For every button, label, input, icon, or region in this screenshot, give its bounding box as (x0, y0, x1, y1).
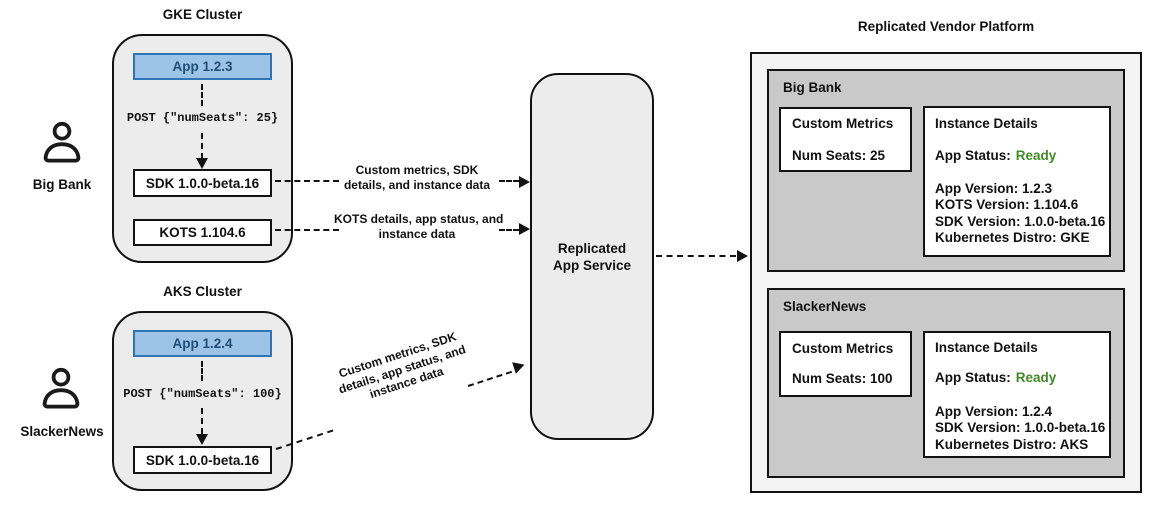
arrowhead-right-icon (519, 223, 530, 235)
aks-post-label: POST {"numSeats": 100} (123, 387, 282, 401)
gke-app-node: App 1.2.3 (133, 53, 272, 80)
slackernews-num-seats: Num Seats: 100 (792, 371, 893, 386)
aks-flow-dash-right (467, 370, 513, 387)
replicated-app-service-box: Replicated App Service (530, 73, 654, 440)
slackernews-instance-details-card (923, 331, 1111, 458)
big-bank-custom-metrics-title: Custom Metrics (792, 116, 894, 131)
gke-kots-node: KOTS 1.104.6 (133, 219, 272, 246)
gke-post-label: POST {"numSeats": 25} (126, 111, 279, 125)
sdk-flow-label: Custom metrics, SDK details, and instanc… (343, 163, 491, 192)
slackernews-custom-metrics-title: Custom Metrics (792, 341, 894, 356)
slackernews-app-status: App Status:Ready (935, 370, 1057, 385)
platform-title: Replicated Vendor Platform (857, 19, 1035, 34)
slackernews-custom-metrics-card (779, 331, 912, 397)
status-ready-value: Ready (1015, 370, 1057, 385)
aks-sdk-node: SDK 1.0.0-beta.16 (133, 446, 272, 474)
arrowhead-right-icon (737, 250, 748, 262)
aks-cluster-title: AKS Cluster (163, 284, 242, 299)
replicated-app-service-label: Replicated App Service (552, 240, 632, 273)
big-bank-num-seats: Num Seats: 25 (792, 148, 886, 163)
arrowhead-down-icon (196, 434, 208, 445)
big-bank-instance-details-title: Instance Details (935, 116, 1038, 131)
gke-app-to-sdk-dash-lower (201, 133, 203, 159)
user-icon (42, 367, 80, 409)
sdk-flow-dash-right (499, 180, 519, 182)
kots-flow-dash-right (499, 229, 519, 231)
arrowhead-right-icon (519, 176, 530, 188)
big-bank-app-status: App Status:Ready (935, 148, 1057, 163)
user-label-big-bank: Big Bank (32, 177, 92, 192)
service-to-platform-dash (656, 255, 736, 257)
big-bank-instance-details-card (923, 106, 1111, 257)
status-ready-value: Ready (1015, 148, 1057, 163)
gke-sdk-node: SDK 1.0.0-beta.16 (133, 169, 272, 197)
gke-app-to-sdk-dash-upper (201, 84, 203, 106)
user-icon (43, 121, 81, 163)
kots-flow-label: KOTS details, app status, and instance d… (334, 212, 504, 241)
kots-flow-dash-left (275, 229, 339, 231)
big-bank-custom-metrics-card (779, 107, 912, 172)
slackernews-detail-lines: App Version: 1.2.4 SDK Version: 1.0.0-be… (935, 404, 1106, 452)
arrowhead-right-icon (512, 358, 527, 374)
user-label-slackernews: SlackerNews (20, 424, 104, 439)
slackernews-instance-details-title: Instance Details (935, 340, 1038, 355)
panel-slackernews-name: SlackerNews (783, 299, 867, 314)
sdk-flow-dash-left (275, 180, 339, 182)
panel-big-bank-name: Big Bank (783, 80, 842, 95)
arrowhead-down-icon (196, 158, 208, 169)
aks-app-node: App 1.2.4 (133, 330, 272, 357)
aks-app-to-sdk-dash-upper (201, 361, 203, 381)
big-bank-detail-lines: App Version: 1.2.3 KOTS Version: 1.104.6… (935, 181, 1106, 245)
aks-flow-label: Custom metrics, SDK details, app status,… (336, 329, 468, 402)
aks-app-to-sdk-dash-lower (201, 408, 203, 434)
gke-cluster-title: GKE Cluster (162, 7, 243, 22)
